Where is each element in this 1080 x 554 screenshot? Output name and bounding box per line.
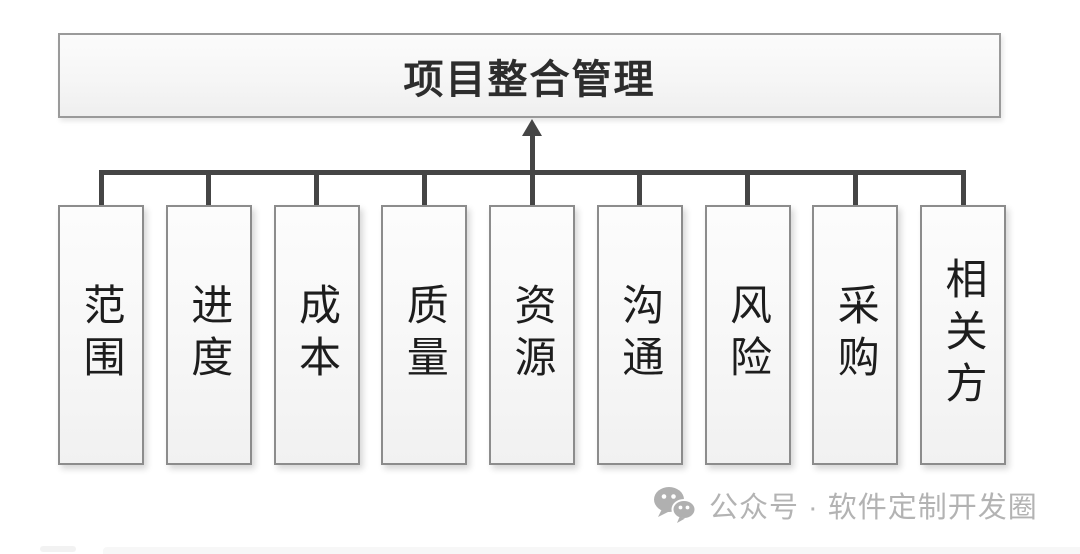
box-risk-label: 风险: [724, 283, 772, 387]
box-procurement-label: 采购: [832, 283, 880, 387]
root-box-label: 项目整合管理: [403, 57, 656, 102]
watermark-text: 公众号 · 软件定制开发圈: [709, 492, 1038, 524]
connector-drop-5: [529, 170, 535, 209]
box-schedule: 进度: [165, 205, 252, 465]
wechat-icon: [654, 487, 697, 523]
box-risk: 风险: [704, 205, 791, 465]
box-scope: 范围: [58, 205, 144, 465]
box-resources-label: 资源: [509, 283, 556, 387]
box-scope-label: 范围: [78, 283, 125, 387]
connector-drop-1: [98, 170, 104, 209]
box-cost: 成本: [273, 205, 360, 465]
root-box-integration: 项目整合管理: [58, 33, 1001, 118]
connector-drop-6: [637, 170, 643, 209]
connector-drop-3: [314, 170, 319, 209]
bottom-edge-smudge: [40, 546, 76, 552]
connector-drop-2: [206, 170, 212, 209]
knowledge-area-boxes: 范围 进度 成本 质量 资源 沟通 风险 采购 相关方: [58, 205, 1006, 465]
connector-drop-lines: [58, 170, 1006, 209]
connector-drop-4: [421, 170, 427, 209]
box-communication: 沟通: [596, 205, 683, 465]
up-arrow-shaft: [530, 134, 535, 172]
box-quality-label: 质量: [401, 283, 449, 387]
box-communication-label: 沟通: [616, 283, 664, 387]
bottom-edge-strip: [103, 547, 1080, 554]
up-arrow-icon: [522, 119, 542, 136]
box-cost-label: 成本: [293, 283, 341, 387]
box-quality: 质量: [381, 205, 468, 465]
connector-drop-9: [960, 170, 966, 209]
box-stakeholders: 相关方: [920, 205, 1006, 465]
box-stakeholders-label: 相关方: [940, 257, 987, 413]
connector-drop-8: [852, 170, 858, 209]
box-schedule-label: 进度: [185, 283, 233, 387]
connector-drop-7: [745, 170, 750, 209]
box-procurement: 采购: [812, 205, 899, 465]
watermark: 公众号 · 软件定制开发圈: [653, 484, 1038, 526]
box-resources: 资源: [489, 205, 575, 465]
